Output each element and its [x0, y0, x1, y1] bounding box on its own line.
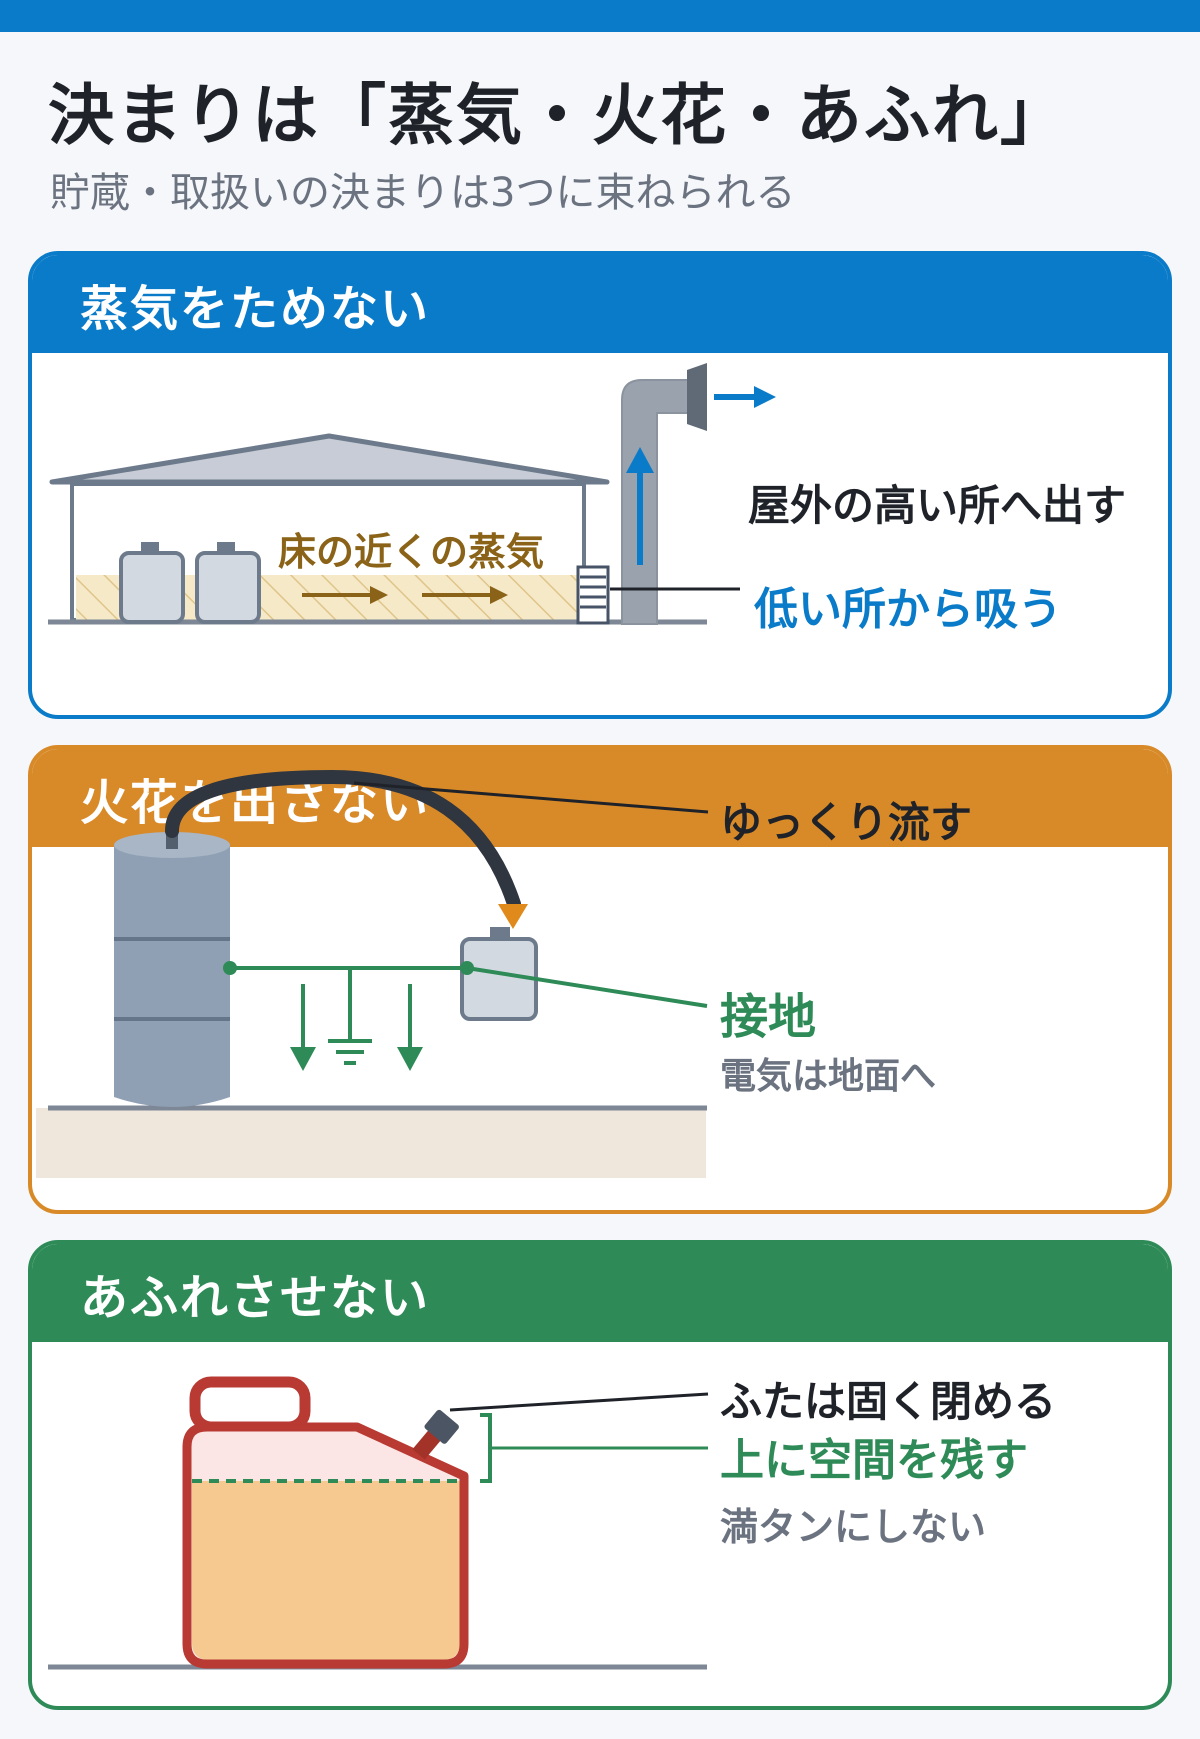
card-overflow: あふれさせない ふたは固く閉める 上に空間を残す 満タンにしない: [28, 1240, 1172, 1710]
cap-leader-line: [449, 1392, 709, 1412]
label-leave-space: 上に空間を残す: [720, 1435, 1028, 1486]
top-accent-bar: [0, 0, 1200, 32]
flow-arrow-icon: [302, 586, 508, 604]
label-low-intake: 低い所から吸う: [754, 584, 1062, 635]
can-icon: [119, 542, 185, 624]
label-close-lid: ふたは固く閉める: [720, 1377, 1057, 1426]
page-title: 決まりは「蒸気・火花・あふれ」: [48, 77, 1068, 154]
label-slow-flow: ゆっくり流す: [720, 798, 973, 847]
flow-leader-line: [353, 781, 709, 814]
label-to-ground: 電気は地面へ: [720, 1056, 937, 1097]
overflow-illustration: [48, 1376, 709, 1670]
can-icon: [195, 542, 261, 624]
card-vapor-heading: 蒸気をためない: [32, 255, 1168, 353]
spark-illustration: [36, 769, 709, 1178]
space-bracket: [480, 1413, 492, 1483]
label-not-full: 満タンにしない: [720, 1505, 987, 1549]
label-grounding: 接地: [720, 989, 817, 1045]
page-subtitle: 貯蔵・取扱いの決まりは3つに束ねられる: [50, 170, 796, 216]
liquid-fill: [192, 1481, 460, 1660]
card-spark: 火花を出さない: [28, 745, 1172, 1214]
ground-area: [36, 1108, 706, 1178]
card-overflow-heading: あふれさせない: [32, 1244, 1168, 1342]
ground-wire: [223, 961, 708, 1071]
card-vapor: 蒸気をためない: [28, 251, 1172, 719]
jerrycan-icon: [182, 1376, 469, 1669]
label-floor-vapor: 床の近くの蒸気: [278, 530, 545, 574]
hose-icon: [165, 769, 521, 911]
pour-arrow-icon: [498, 904, 528, 929]
vapor-illustration: [48, 363, 776, 625]
drum-icon: [114, 827, 230, 1107]
vent-flow-arrow-icon: [626, 386, 776, 565]
card-spark-heading: 火花を出さない: [32, 749, 1168, 847]
can-icon: [460, 927, 538, 1021]
cap-icon: [412, 1409, 459, 1460]
label-outdoor-high: 屋外の高い所へ出す: [748, 481, 1127, 530]
